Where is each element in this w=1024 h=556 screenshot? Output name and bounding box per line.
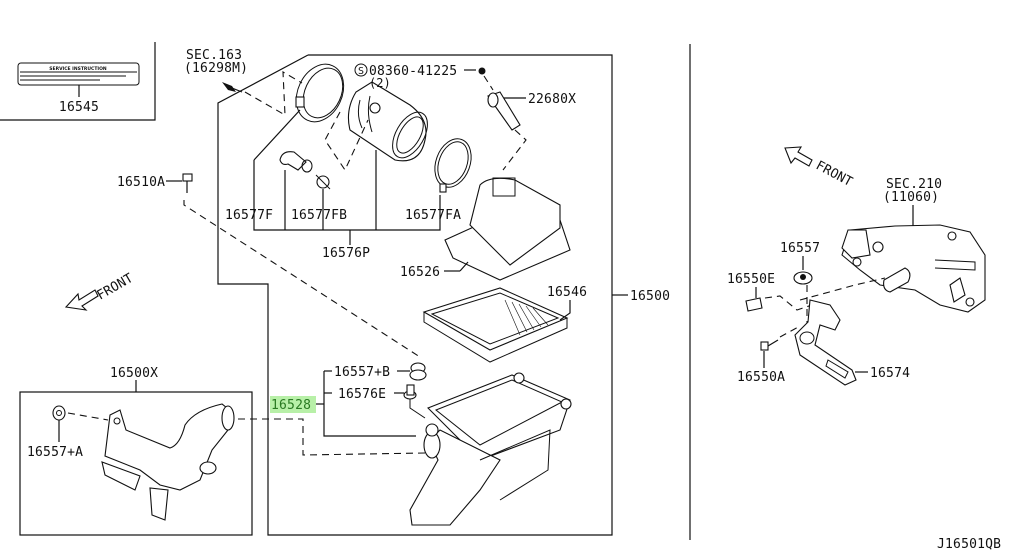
front-arrow-icon — [64, 289, 99, 311]
part-label-sec163-ref: (16298M) — [184, 61, 248, 76]
part-label-16557-a[interactable]: 16557+A — [27, 445, 83, 460]
air-cleaner-lower-case — [409, 372, 572, 526]
grommet-16557a — [52, 405, 66, 421]
bolt-spec-callout: S 08360-41225 (2) — [354, 63, 494, 91]
part-label-16557-b[interactable]: 16557+B — [334, 365, 390, 380]
small-clamp — [315, 174, 331, 190]
part-label-16545[interactable]: 16545 — [59, 100, 99, 115]
s-symbol-icon — [354, 63, 368, 77]
part-label-16550a[interactable]: 16550A — [737, 370, 785, 385]
mass-airflow-sensor — [487, 91, 521, 131]
svg-text:S: S — [358, 66, 364, 77]
front-direction-left: FRONT — [64, 271, 137, 311]
main-assembly-frame — [217, 54, 613, 536]
part-label-16550e[interactable]: 16550E — [727, 272, 775, 287]
arrow-marker-icon — [222, 82, 243, 93]
part-label-16546[interactable]: 16546 — [547, 285, 587, 300]
front-direction-right: FRONT — [784, 146, 855, 190]
part-label-22680x[interactable]: 22680X — [528, 92, 576, 107]
front-arrow-icon — [784, 146, 813, 167]
part-label-16577f[interactable]: 16577F — [225, 208, 273, 223]
label-box-border — [0, 42, 156, 121]
part-label-16510a[interactable]: 16510A — [117, 175, 165, 190]
part-label-16528[interactable]: 16528 — [271, 398, 311, 413]
bolt-quantity: (2) — [369, 76, 391, 90]
part-label-16500x[interactable]: 16500X — [110, 366, 158, 381]
part-label-sec210[interactable]: SEC.210 — [886, 177, 942, 192]
air-cleaner-upper-cover — [444, 177, 571, 281]
callout-16528 — [270, 370, 416, 437]
part-label-16574[interactable]: 16574 — [870, 366, 910, 381]
air-duct — [347, 81, 428, 162]
diagram-code: J16501QB — [937, 537, 1001, 552]
bushing-16576e — [403, 384, 417, 400]
part-label-sec163[interactable]: SEC.163 — [186, 48, 242, 63]
breather-hose — [279, 151, 313, 173]
front-label-left: FRONT — [95, 271, 137, 304]
hose-clamp-lower — [434, 138, 472, 193]
grommet-16557 — [793, 271, 813, 285]
bolt-16550a — [760, 339, 779, 351]
service-instruction-label-callout: SERVICE INSTRUCTION 16545 — [0, 42, 156, 121]
grommet-16557b — [409, 362, 427, 381]
part-label-bolt-spec[interactable]: 08360-41225 — [369, 64, 457, 79]
hose-clamp-upper — [295, 63, 345, 123]
part-label-16576e[interactable]: 16576E — [338, 387, 386, 402]
front-label-right: FRONT — [813, 158, 855, 190]
inlet-duct — [101, 403, 235, 521]
service-label-title: SERVICE INSTRUCTION — [49, 66, 107, 72]
part-label-16500[interactable]: 16500 — [630, 289, 670, 304]
bracket-16574 — [794, 299, 857, 386]
air-filter-element — [422, 287, 569, 363]
part-label-16557[interactable]: 16557 — [780, 241, 820, 256]
highlight-16528 — [270, 396, 316, 413]
part-label-16577fa[interactable]: 16577FA — [405, 208, 461, 223]
clip-16550e — [745, 297, 763, 312]
thermostat-housing — [841, 224, 986, 313]
part-label-sec210-ref: (11060) — [883, 190, 939, 205]
part-label-16526[interactable]: 16526 — [400, 265, 440, 280]
bolt-16510a — [182, 173, 193, 193]
callout-16576p — [253, 109, 441, 245]
part-label-16577fb[interactable]: 16577FB — [291, 208, 347, 223]
part-label-16576p[interactable]: 16576P — [322, 246, 370, 261]
